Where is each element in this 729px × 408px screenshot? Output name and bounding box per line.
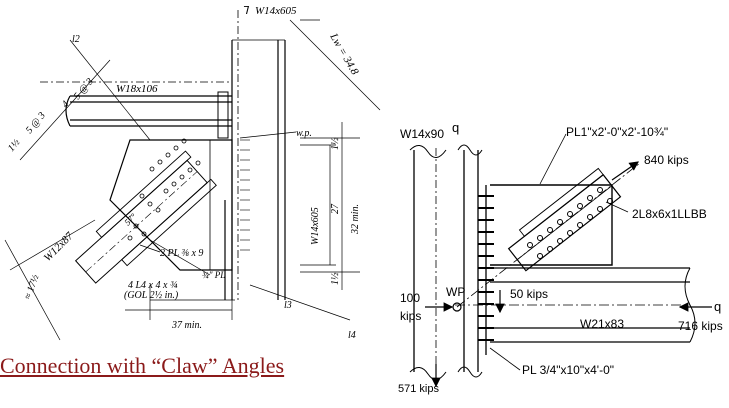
right-connection-drawing: [409, 133, 712, 388]
figure-caption: Connection with “Claw” Angles: [0, 353, 285, 378]
left-wp-label: w.p.: [296, 128, 312, 139]
left-angles-label-2: (GOL 2½ in.): [124, 290, 179, 301]
left-column-label: W14x605: [255, 5, 297, 17]
left-dim-l2: l2: [72, 34, 80, 45]
left-pitch-label: 5 @ 3: [24, 110, 48, 136]
left-connection-drawing: [4, 10, 381, 341]
left-angle-label: 57°: [122, 211, 138, 227]
left-dim-l4: l4: [348, 330, 356, 341]
right-load-kips: kips: [400, 309, 421, 323]
left-drawing-labels: W14x605 Ꞁ W18x106 W12x87 Lw = 34.8 w.p. …: [6, 5, 361, 341]
right-drawing-labels: W14x90 q PL1"x2'-0"x2'-10¾" 840 kips 2L8…: [398, 120, 723, 395]
left-beam-label: W18x106: [116, 83, 158, 95]
right-column-mark: q: [452, 120, 459, 135]
left-dim-1half-bot: 1½: [330, 272, 341, 285]
right-beam-mark: q: [714, 299, 721, 314]
right-beam-label: W21x83: [580, 317, 624, 331]
left-dim-32: 32 min.: [350, 204, 361, 235]
left-dim-27: 27: [330, 203, 341, 214]
right-plate-label: PL 3/4"x10"x4'-0": [522, 363, 614, 377]
right-col-force: 571 kips: [398, 383, 439, 395]
left-plates-label: 2 PL ⅜ x 9: [160, 248, 203, 259]
left-col-web-label: W14x605: [310, 207, 321, 245]
left-angles-label-1: 4 L4 x 4 x ¾: [128, 280, 178, 291]
right-brace-force: 840 kips: [644, 153, 689, 167]
left-dim-l3: l3: [284, 300, 292, 311]
left-dim-1half-top: 1½: [330, 137, 341, 150]
left-dim-1half-left: 1½: [6, 137, 23, 154]
left-pl34-label: ¾" PL: [202, 270, 225, 280]
right-load-100: 100: [400, 291, 420, 305]
right-wp-label: WP: [446, 285, 465, 299]
right-column-label: W14x90: [400, 127, 444, 141]
left-dim-4: 4: [60, 99, 72, 110]
right-load-50: 50 kips: [510, 287, 548, 301]
left-dim-37: 37 min.: [171, 320, 202, 331]
right-gusset-label: PL1"x2'-0"x2'-10¾": [566, 125, 668, 139]
left-column-mark: Ꞁ: [242, 5, 250, 17]
right-beam-force: 716 kips: [678, 319, 723, 333]
right-angles-label: 2L8x6x1LLBB: [632, 207, 707, 221]
left-brace-label: W12x87: [42, 230, 76, 264]
left-lw-label: Lw = 34.8: [327, 31, 361, 78]
